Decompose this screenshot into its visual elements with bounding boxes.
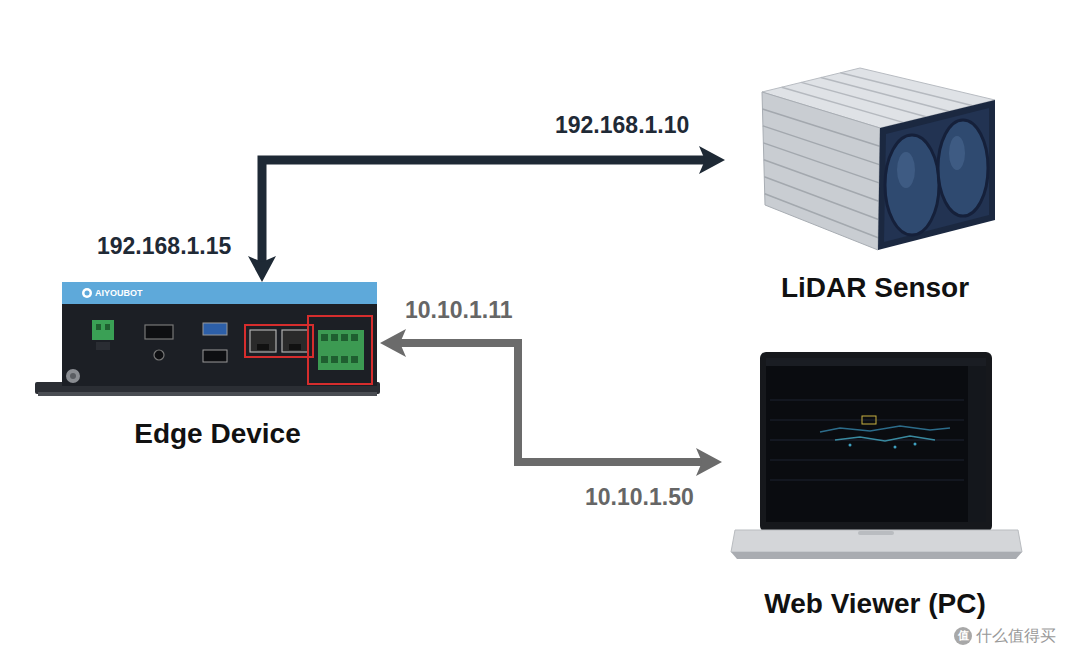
edge-device: Edge Device <box>35 282 380 456</box>
device-caption: Edge Device <box>45 418 390 450</box>
lidar-sensor: LiDAR Sensor <box>725 68 1025 310</box>
device-caption: Web Viewer (PC) <box>722 588 1028 620</box>
ip-address: 10.10.1.11 <box>405 296 512 324</box>
lidar-picture <box>762 68 995 250</box>
device-caption: LiDAR Sensor <box>725 272 1025 304</box>
ip-address: 192.168.1.15 <box>97 232 231 260</box>
ethernet-link <box>396 343 706 462</box>
brand-logo: AIYOUBOT <box>95 288 143 299</box>
edge-device-picture <box>35 282 380 396</box>
ip-address: 10.10.1.50 <box>585 483 694 511</box>
watermark-icon: 值 <box>955 628 971 644</box>
laptop-picture <box>731 352 1022 559</box>
watermark-badge <box>954 627 972 645</box>
web-viewer: Web Viewer (PC) <box>722 352 1028 626</box>
watermark-text: 什么值得买 <box>976 626 1056 646</box>
ip-address: 192.168.1.10 <box>555 111 689 139</box>
ethernet-link <box>262 160 709 266</box>
